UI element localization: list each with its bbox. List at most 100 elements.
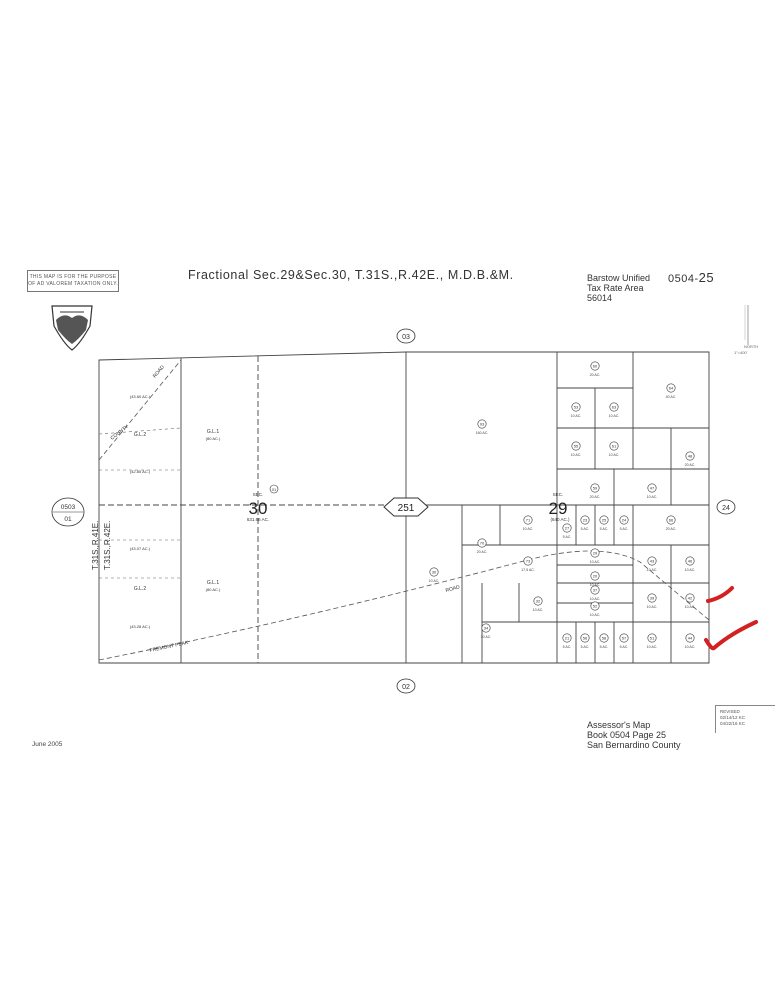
parcel-circle [590, 548, 600, 558]
parcel-number: 61 [612, 444, 617, 449]
parcel-acreage: 10 AC. [590, 560, 601, 564]
north-arrow-icon [744, 305, 749, 345]
parcel-acreage: 20 AC. [590, 373, 601, 377]
lot-acreage-3: (43.07 AC.) [130, 546, 151, 551]
parcel-acreage: 40 AC. [666, 395, 677, 399]
sec30-number: 30 [249, 499, 268, 518]
parcel-circle [599, 633, 609, 643]
parcel-circle [609, 402, 619, 412]
parcel-circle [590, 601, 600, 611]
disclaimer-box: THIS MAP IS FOR THE PURPOSE OF AD VALORE… [27, 270, 119, 292]
map-outline [98, 351, 710, 664]
gov-lot-lines [98, 427, 182, 579]
parcel-circle [647, 556, 657, 566]
parcel-acreage: 10 AC. [590, 613, 601, 617]
sec30-prefix: SEC. [253, 492, 264, 497]
lot-acreage-4: (43.28 AC.) [130, 624, 151, 629]
adjacent-east [716, 499, 736, 515]
parcel-circle [481, 623, 491, 633]
parcel-number: 20 [593, 574, 598, 579]
parcel-circle [619, 633, 629, 643]
parcel-acreage: 5 AC. [563, 535, 572, 539]
parcel-circle [619, 515, 629, 525]
parcel-number: 63 [612, 405, 617, 410]
parcel-number: 46 [688, 559, 693, 564]
parcel-acreage: 10 AC. [609, 414, 620, 418]
parcel-circle [562, 633, 572, 643]
parcel-circle [647, 483, 657, 493]
county-road-label-b: ROAD [152, 364, 166, 379]
sec29-acreage: (640 AC.) [550, 517, 570, 522]
lot-acreage-2: (42.85 AC.) [130, 469, 151, 474]
parcel-circle [647, 633, 657, 643]
parcel-number: 42 [688, 596, 693, 601]
red-check-mark-1 [706, 586, 734, 603]
sec30-parcel-id: 01 [272, 487, 277, 492]
map-date: June 2005 [32, 741, 63, 748]
adjacent-north-label: 03 [402, 334, 410, 341]
parcel-acreage: 17.5 AC. [521, 568, 535, 572]
parcel-acreage: 5 AC. [600, 527, 609, 531]
disclaimer-text: THIS MAP IS FOR THE PURPOSE OF AD VALORE… [28, 274, 118, 287]
adjacent-west-page: 01 [64, 516, 72, 523]
parcel-number: 48 [688, 454, 693, 459]
parcel-circle [685, 556, 695, 566]
red-check-mark-2 [704, 620, 758, 651]
fremont-peak-label: FREMONT PEAK [149, 640, 189, 654]
parcel-acreage: 10 AC. [647, 568, 658, 572]
sec29-prefix: SEC. [553, 492, 564, 497]
parcel-number: 21 [565, 636, 570, 641]
revised-line-1: 02/14/12 KC [720, 715, 746, 720]
parcel-circle [666, 383, 676, 393]
footer-line-1: Assessor's Map [587, 720, 651, 730]
parcel-acreage: 10 AC. [647, 605, 658, 609]
parcel-circle [647, 593, 657, 603]
revised-label: REVISED [720, 709, 740, 714]
parcel-number: 47 [650, 486, 655, 491]
parcel-acreage: 160 AC. [476, 431, 489, 435]
adjacent-south-label: 02 [402, 684, 410, 691]
parcel-number: 23 [583, 518, 588, 523]
footer-block: Assessor's Map Book 0504 Page 25 San Ber… [587, 720, 681, 750]
north-label: NORTH [744, 344, 758, 349]
parcel-number: 71 [526, 518, 531, 523]
parcel-number: 64 [669, 386, 674, 391]
adjacent-west [51, 497, 85, 527]
parcel-circle [685, 593, 695, 603]
road-number: 251 [398, 503, 415, 514]
parcel-number: 37 [593, 588, 598, 593]
parcel-circle [429, 567, 439, 577]
book-number: 0504- [668, 273, 699, 285]
tax-rate-area-code: 56014 [587, 293, 613, 303]
parcel-circle [580, 515, 590, 525]
gl2-top-label: G.L.2 [134, 432, 146, 438]
sec29-number: 29 [549, 499, 568, 518]
parcel-circle [609, 441, 619, 451]
parcel-number: 93 [480, 422, 485, 427]
footer-line-2: Book 0504 Page 25 [587, 730, 667, 740]
parcel-circle [580, 633, 590, 643]
parcel-acreage: 10 AC. [590, 583, 601, 587]
parcel-number: 32 [536, 599, 541, 604]
adjacent-south [396, 678, 416, 694]
parcel-acreage: 5 AC. [620, 645, 629, 649]
road-number-box [383, 497, 429, 517]
parcel-acreage: 20 AC. [477, 550, 488, 554]
parcel-number: 60 [593, 364, 598, 369]
parcel-acreage: 10 AC. [685, 645, 696, 649]
parcel-number: 34 [484, 626, 489, 631]
map-title: Fractional Sec.29&Sec.30, T.31S.,R.42E.,… [188, 268, 514, 282]
parcel-acreage: 5 AC. [600, 645, 609, 649]
parcel-acreage: 10 AC. [429, 579, 440, 583]
parcel-acreage: 10 AC. [685, 605, 696, 609]
parcel-number: 25 [602, 518, 607, 523]
county-seal-icon [51, 305, 93, 351]
adjacent-north [396, 328, 416, 344]
parcel-acreage: 20 AC. [590, 495, 601, 499]
parcel-number: 56 [583, 636, 588, 641]
sec30-parcel-circle [269, 484, 279, 494]
county-road-label: COUNTY [110, 423, 131, 441]
parcel-circle [590, 571, 600, 581]
parcel-acreage: 5 AC. [581, 645, 590, 649]
